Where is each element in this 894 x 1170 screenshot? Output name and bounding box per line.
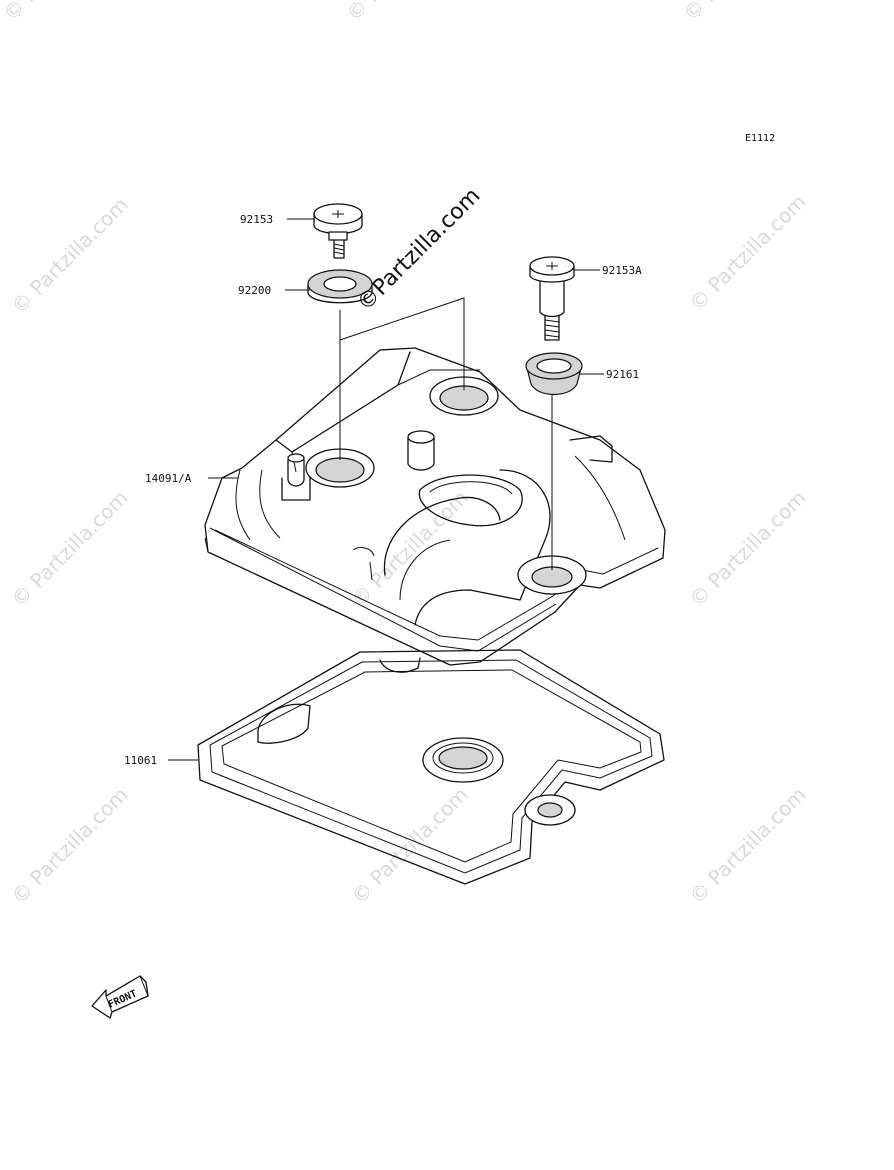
grommet-92161	[525, 352, 583, 396]
watermark-tile: © Partzilla.com	[342, 0, 468, 26]
watermark-main: ©Partzilla.com	[353, 183, 486, 316]
bolt-92153A	[529, 256, 575, 341]
watermark-tile: © Partzilla.com	[0, 0, 125, 26]
part-label-92153A: 92153A	[602, 264, 642, 277]
watermark-tile: © Partzilla.com	[7, 192, 133, 318]
gasket-11061	[197, 649, 665, 885]
watermark-tile: © Partzilla.com	[685, 189, 811, 315]
bolt-92153	[313, 203, 363, 259]
watermark-tile: © Partzilla.com	[7, 782, 133, 908]
diagram-code: E1112	[745, 133, 775, 144]
watermark-tile: © Partzilla.com	[7, 485, 133, 611]
part-label-92161: 92161	[606, 368, 639, 381]
part-callouts: 92153 92200 92153A 92161 14091/A 11061	[124, 213, 642, 767]
head-cover-14091	[204, 347, 666, 666]
washer-92200	[307, 269, 373, 304]
part-label-14091A: 14091/A	[145, 472, 192, 485]
part-label-92153: 92153	[240, 213, 273, 226]
watermark-tiles: © Partzilla.com © Partzilla.com © Partzi…	[0, 0, 811, 909]
part-label-11061: 11061	[124, 754, 157, 767]
watermark-tile: © Partzilla.com	[679, 0, 805, 26]
assembly-lines	[339, 297, 553, 570]
part-label-92200: 92200	[238, 284, 271, 297]
watermark-tile: © Partzilla.com	[685, 782, 811, 908]
watermark-tile: © Partzilla.com	[685, 485, 811, 611]
front-indicator: FRONT	[91, 975, 149, 1019]
